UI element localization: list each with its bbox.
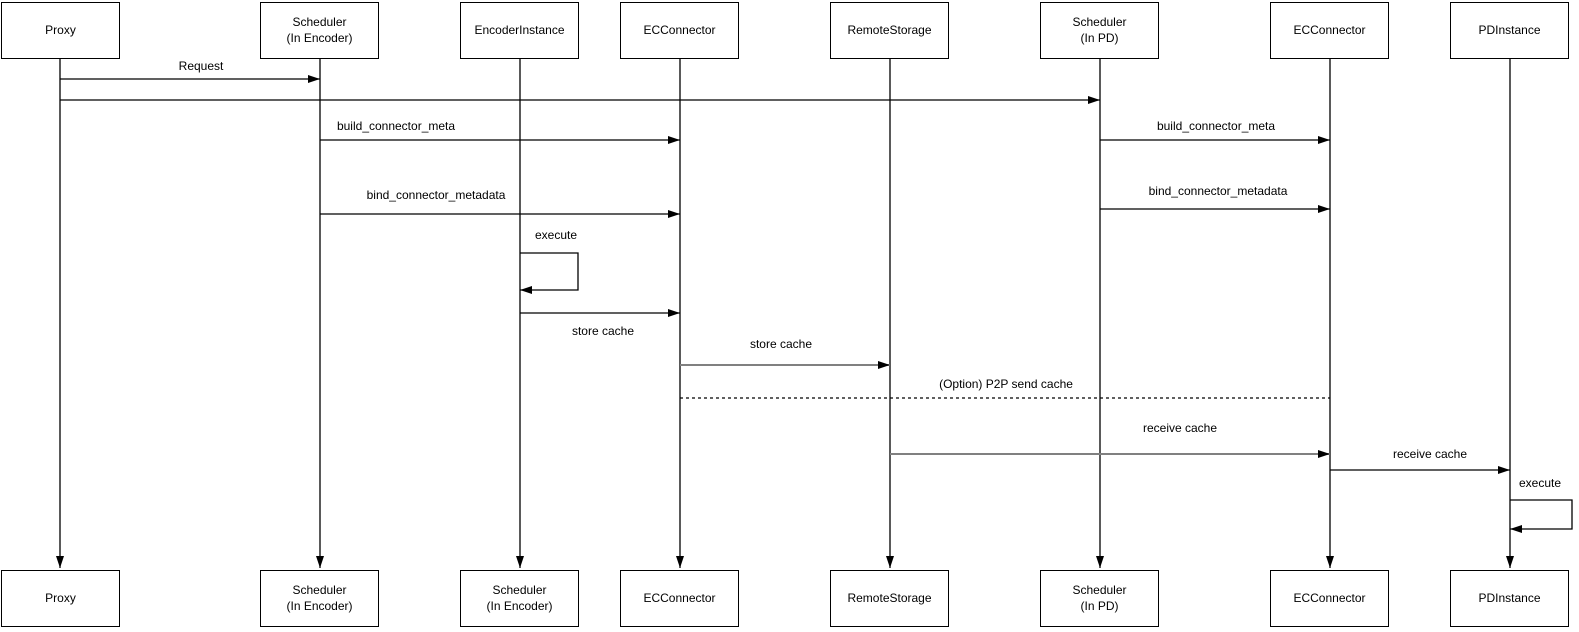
participant-top-proxy: Proxy xyxy=(1,2,120,59)
participant-bottom-scheduler-pd: Scheduler (In PD) xyxy=(1040,570,1159,627)
participant-top-pdinstance: PDInstance xyxy=(1450,2,1569,59)
participant-top-ecconnector-encoder: ECConnector xyxy=(620,2,739,59)
participant-bottom-remotestorage: RemoteStorage xyxy=(830,570,949,627)
participant-bottom-ecconnector-encoder: ECConnector xyxy=(620,570,739,627)
self-loop-execute-encoderinstance xyxy=(520,252,579,294)
participant-bottom-pdinstance: PDInstance xyxy=(1450,570,1569,627)
message-label-execute-pd: execute xyxy=(1518,476,1562,490)
participant-bottom-scheduler-encoder-2: Scheduler (In Encoder) xyxy=(460,570,579,627)
participant-top-encoderinstance: EncoderInstance xyxy=(460,2,579,59)
participant-top-remotestorage: RemoteStorage xyxy=(830,2,949,59)
self-loop-execute-pdinstance xyxy=(1510,499,1573,533)
message-label-receive-cache-1: receive cache xyxy=(1142,421,1218,435)
message-label-build-connector-meta-right: build_connector_meta xyxy=(1156,119,1276,133)
participant-top-ecconnector-pd: ECConnector xyxy=(1270,2,1389,59)
message-label-execute-encoder: execute xyxy=(534,228,578,242)
message-label-store-cache-1: store cache xyxy=(571,324,635,338)
message-label-store-cache-2: store cache xyxy=(749,337,813,351)
participant-bottom-ecconnector-pd: ECConnector xyxy=(1270,570,1389,627)
participant-bottom-proxy: Proxy xyxy=(1,570,120,627)
message-label-build-connector-meta-left: build_connector_meta xyxy=(336,119,456,133)
message-label-bind-connector-metadata-right: bind_connector_metadata xyxy=(1148,184,1288,198)
message-label-p2p-send-cache: (Option) P2P send cache xyxy=(939,377,1073,391)
message-label-request: Request xyxy=(178,59,224,73)
participant-top-scheduler-pd: Scheduler (In PD) xyxy=(1040,2,1159,59)
message-label-bind-connector-metadata-left: bind_connector_metadata xyxy=(366,188,506,202)
participant-top-scheduler-encoder: Scheduler (In Encoder) xyxy=(260,2,379,59)
participant-bottom-scheduler-encoder: Scheduler (In Encoder) xyxy=(260,570,379,627)
message-label-receive-cache-2: receive cache xyxy=(1392,447,1468,461)
